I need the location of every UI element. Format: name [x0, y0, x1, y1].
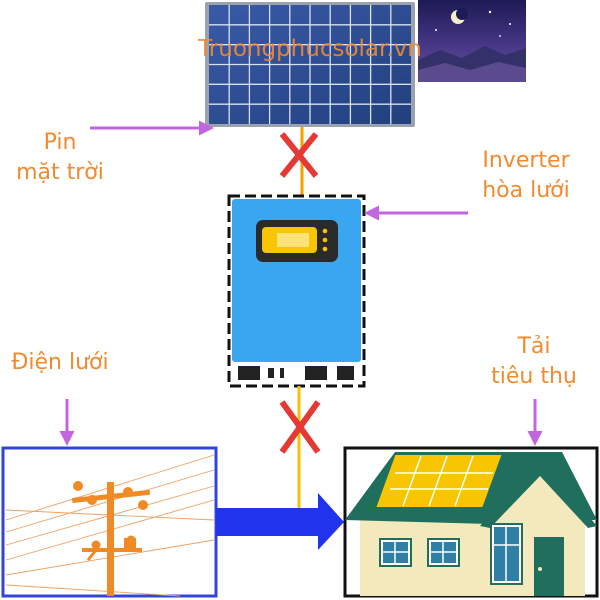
power-grid-box: [1, 446, 218, 598]
grid-tie-inverter-icon: [227, 194, 366, 388]
flow-arrow-icon: [216, 493, 344, 550]
label-load: Tải tiêu thụ: [478, 332, 590, 392]
house-box: [343, 446, 599, 598]
solar-panel-icon: [205, 2, 415, 127]
label-load-line1: Tải: [517, 334, 551, 359]
watermark-text: Truongphucsolar.vn: [198, 36, 422, 62]
label-solar-panel-line1: Pin: [43, 130, 77, 155]
door-icon: [534, 537, 564, 596]
label-inverter-line2: hòa lưới: [482, 178, 570, 203]
label-solar-panel: Pin mặt trời: [5, 128, 115, 188]
cross-mark-icon: [279, 400, 321, 454]
night-sky-moon-icon: [418, 0, 526, 82]
label-solar-panel-line2: mặt trời: [16, 160, 104, 185]
label-inverter-line1: Inverter: [482, 148, 570, 173]
roof-solar-panel-icon: [390, 455, 493, 507]
label-inverter: Inverter hòa lưới: [464, 146, 588, 206]
tall-window-icon: [490, 523, 523, 585]
cross-mark-icon: [279, 132, 319, 178]
label-load-line2: tiêu thụ: [491, 364, 577, 389]
window-icon: [379, 538, 412, 567]
power-pole-icon: [71, 481, 151, 596]
house-icon: [345, 452, 597, 596]
label-grid: Điện lưới: [11, 350, 109, 375]
window-icon: [427, 538, 460, 567]
